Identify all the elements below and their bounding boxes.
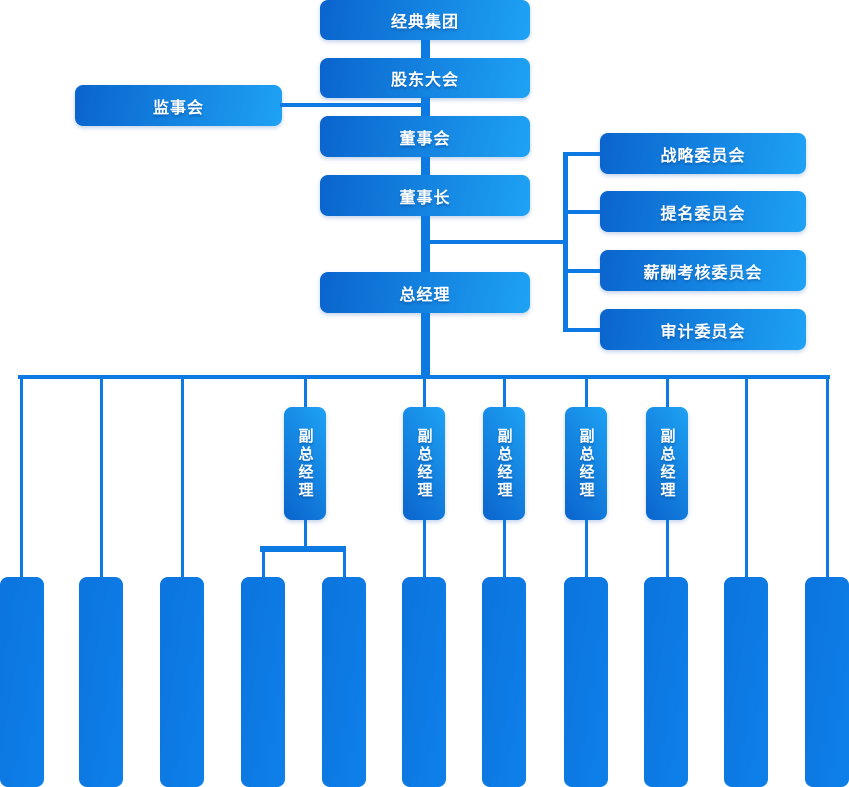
deputy-gm-box-4-label: 副总经理 [577, 427, 595, 500]
connector-deputy-5-to-department-9 [665, 520, 669, 577]
deputy-gm-box-5: 副总经理 [646, 407, 688, 520]
deputy-gm-box-2-label: 副总经理 [415, 427, 433, 500]
connector-main-horizontal-line [18, 375, 830, 379]
connector-drop-department-11 [825, 379, 829, 577]
connector-deputy-1-tbar [260, 546, 346, 552]
connector-deputy-1-to-department-5 [342, 552, 346, 577]
committee-box-strategy: 战略委员会 [600, 133, 806, 174]
connector-drop-deputy-3 [502, 379, 506, 407]
org-box-board-of-directors: 董事会 [320, 116, 530, 157]
deputy-gm-box-5-label: 副总经理 [658, 427, 676, 500]
connector-drop-department-2 [99, 379, 103, 577]
connector-board-to-chairman [420, 157, 430, 175]
org-box-general-manager: 总经理 [320, 272, 530, 313]
department-box-4 [241, 577, 285, 787]
connector-deputy-1-to-department-4 [261, 552, 265, 577]
connector-gm-to-main-line [420, 313, 430, 375]
connector-stub-nomination-committee [565, 210, 600, 214]
committee-box-compensation-label: 薪酬考核委员会 [643, 264, 763, 282]
connector-stub-strategy-committee [565, 152, 600, 156]
connector-drop-department-3 [180, 379, 184, 577]
department-box-11 [805, 577, 849, 787]
deputy-gm-box-1-label: 副总经理 [296, 427, 314, 500]
department-box-3 [160, 577, 204, 787]
department-box-5 [322, 577, 366, 787]
committee-box-nomination-label: 提名委员会 [660, 205, 746, 223]
org-box-general-manager-label: 总经理 [399, 286, 451, 304]
org-box-chairman-label: 董事长 [399, 189, 451, 207]
connector-drop-department-1 [20, 379, 23, 577]
connector-deputy-4-to-department-8 [584, 520, 588, 577]
department-box-6 [402, 577, 446, 787]
deputy-gm-box-2: 副总经理 [403, 407, 445, 520]
org-box-supervisory-board-label: 监事会 [152, 99, 204, 117]
org-box-shareholders-meeting: 股东大会 [320, 58, 530, 98]
department-box-9 [644, 577, 688, 787]
connector-supervisory-to-chain [280, 103, 425, 107]
connector-drop-deputy-1 [303, 379, 307, 407]
connector-drop-department-10 [745, 379, 748, 577]
org-box-group-root-label: 经典集团 [390, 14, 459, 31]
connector-deputy-3-to-department-7 [502, 520, 506, 577]
connector-chairman-to-committee-spine [423, 240, 567, 244]
connector-shareholders-to-board [420, 97, 430, 116]
connector-stub-audit-committee [565, 328, 600, 332]
committee-box-nomination: 提名委员会 [600, 191, 806, 232]
org-box-board-of-directors-label: 董事会 [399, 130, 451, 148]
connector-drop-deputy-5 [665, 379, 669, 407]
connector-drop-deputy-2 [422, 379, 426, 407]
committee-box-compensation: 薪酬考核委员会 [600, 250, 806, 291]
committee-box-audit: 审计委员会 [600, 309, 806, 350]
connector-committee-spine [562, 152, 568, 332]
connector-deputy-2-to-department-6 [422, 520, 426, 577]
org-box-shareholders-meeting-label: 股东大会 [390, 72, 459, 89]
deputy-gm-box-4: 副总经理 [565, 407, 607, 520]
connector-root-to-shareholders [420, 40, 430, 58]
org-box-chairman: 董事长 [320, 175, 530, 216]
department-box-1 [0, 577, 44, 787]
connector-drop-deputy-4 [584, 379, 588, 407]
org-box-supervisory-board: 监事会 [75, 85, 282, 126]
connector-stub-compensation-committee [565, 269, 600, 273]
deputy-gm-box-3-label: 副总经理 [495, 427, 513, 500]
committee-box-strategy-label: 战略委员会 [660, 147, 746, 165]
deputy-gm-box-1: 副总经理 [284, 407, 326, 520]
committee-box-audit-label: 审计委员会 [660, 323, 746, 341]
department-box-2 [79, 577, 123, 787]
org-box-group-root: 经典集团 [320, 0, 530, 40]
department-box-10 [724, 577, 768, 787]
connector-chairman-to-gm [420, 216, 430, 272]
deputy-gm-box-3: 副总经理 [483, 407, 525, 520]
department-box-7 [482, 577, 526, 787]
connector-deputy-1-stem [303, 520, 307, 546]
department-box-8 [564, 577, 608, 787]
